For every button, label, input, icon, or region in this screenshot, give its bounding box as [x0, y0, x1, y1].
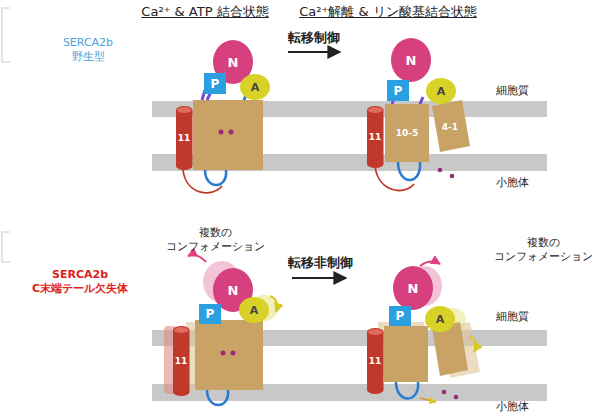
domain-label: P	[396, 310, 405, 322]
domain-label: A	[251, 82, 260, 93]
domain-label: 4-1	[442, 123, 458, 132]
annotation: 複数の コンフォメーション	[491, 236, 595, 265]
helix-cylinder: 11	[176, 106, 193, 170]
helix-cylinder: 11	[367, 328, 384, 394]
lumenal-loop	[205, 170, 226, 185]
domain-box: P	[389, 306, 411, 326]
domain-label: P	[206, 308, 215, 320]
domain-box: 10-5	[385, 104, 429, 162]
domain-ellipse: A	[239, 297, 269, 323]
domain-box: 4-1	[436, 112, 464, 142]
annotation: SERCA2b C末端テール欠失体	[24, 268, 136, 297]
annotation: 小胞体	[496, 400, 529, 414]
helix-cylinder: 11	[173, 326, 190, 396]
domain-label: A	[437, 86, 446, 97]
domain-label: N	[228, 56, 239, 69]
annotation: 小胞体	[496, 176, 529, 190]
domain-label: 11	[369, 133, 382, 142]
domain-label: 11	[175, 357, 188, 366]
helix-cylinder: 11	[367, 106, 384, 168]
domain-ellipse: N	[391, 38, 431, 82]
domain-ellipse: N	[393, 266, 433, 310]
annotation: 細胞質	[496, 84, 529, 98]
domain-label: 11	[369, 357, 382, 366]
domain-label: N	[406, 54, 417, 67]
domain-label: A	[436, 314, 445, 325]
domain-label: P	[211, 78, 220, 90]
bracket	[2, 232, 10, 262]
annotation: SERCA2b 野生型	[53, 36, 123, 65]
annotation: 転移非制御	[288, 255, 353, 272]
annotation: 細胞質	[496, 310, 529, 324]
domain-ellipse: A	[425, 306, 455, 332]
domain-label: P	[394, 85, 403, 97]
column-heading: Ca²⁺解離 & リン酸基結合状態	[299, 4, 477, 21]
domain-ellipse: A	[240, 74, 270, 100]
domain-label: N	[228, 284, 239, 297]
transmembrane-domain	[193, 100, 263, 170]
domain-box: P	[387, 80, 409, 101]
domain-label: A	[250, 305, 259, 316]
annotation: 転移制御	[288, 30, 340, 47]
bracket	[2, 8, 10, 62]
domain-label: 11	[178, 134, 191, 143]
domain-ellipse: A	[426, 78, 456, 104]
annotation: 複数の コンフォメーション	[161, 226, 269, 255]
column-heading: Ca²⁺ & ATP 結合状態	[141, 4, 268, 21]
membrane	[152, 101, 547, 401]
state-arrow	[288, 51, 340, 53]
domain-box: P	[204, 73, 226, 94]
c-terminal-tail	[183, 170, 222, 193]
domain-box: P	[199, 304, 221, 324]
domain-label: 10-5	[396, 129, 419, 138]
state-arrow	[292, 277, 346, 279]
domain-label: N	[408, 282, 419, 295]
